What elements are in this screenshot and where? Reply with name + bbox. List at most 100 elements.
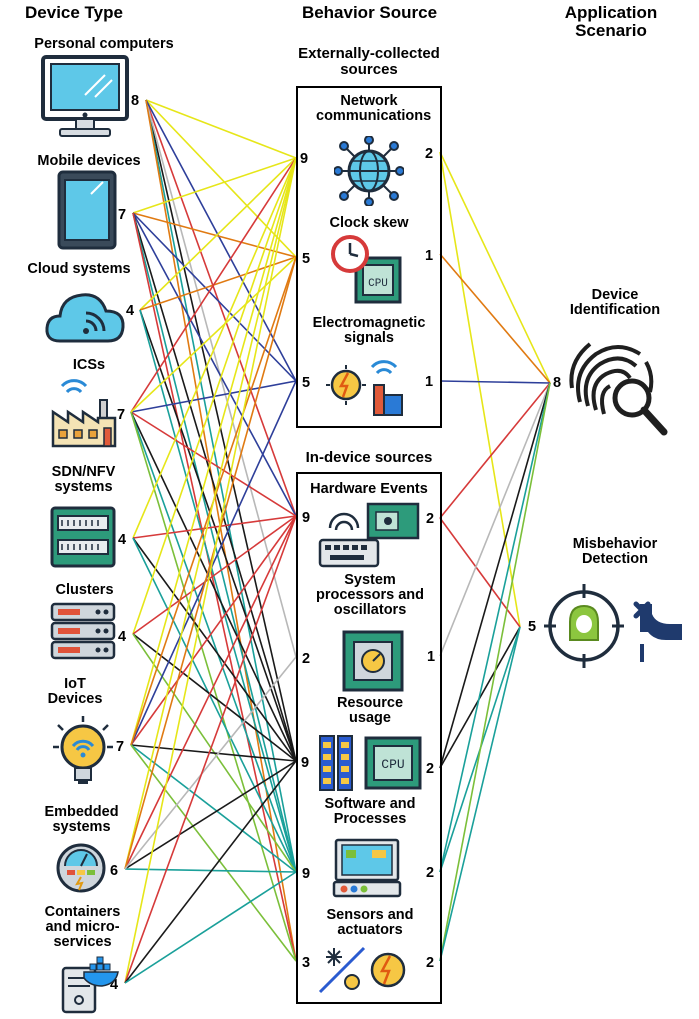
device-label-clusters: Clusters (55, 582, 114, 598)
device-label-cloud-systems: Cloud systems (27, 261, 131, 277)
header-device-type: Device Type (25, 3, 123, 22)
connection-line (130, 380, 297, 746)
connection-line (439, 380, 551, 384)
device-label-embedded: Embedded systems (44, 804, 119, 836)
source-in-software: 9 (302, 866, 311, 882)
connection-line (132, 212, 297, 258)
source-label-hardware-events: Hardware Events (310, 481, 428, 497)
connection-line (130, 411, 297, 873)
server-rack-icon (50, 602, 116, 660)
connection-line (124, 760, 297, 984)
em-signal-icon (322, 355, 408, 417)
source-out-network: 2 (425, 146, 434, 162)
connection-line (439, 253, 551, 384)
connection-line (124, 760, 297, 870)
connection-line (439, 151, 551, 384)
device-label-containers: Containers and micro-services (44, 904, 121, 951)
svg-text:CPU: CPU (368, 278, 388, 290)
source-label-processors: System processors and oscillators (316, 572, 424, 619)
source-in-processors: 2 (302, 651, 311, 667)
cloud-wifi-icon (44, 283, 126, 348)
app-count-device-id: 8 (553, 375, 562, 391)
source-in-em-signals: 5 (302, 375, 311, 391)
source-label-resource-usage: Resource usage (336, 695, 404, 727)
connection-line (124, 868, 297, 873)
connection-line (145, 99, 297, 517)
connection-line (439, 382, 551, 519)
connection-line (132, 515, 297, 539)
svg-text:CPU: CPU (381, 757, 404, 772)
processor-chip-icon (340, 630, 406, 692)
connection-line (130, 744, 297, 873)
connection-line (439, 626, 521, 962)
embedded-gauge-icon (55, 842, 107, 894)
app-label-misbehavior: Misbehavior Detection (572, 536, 658, 568)
clock-cpu-icon: CPU (330, 234, 402, 306)
indevice-sources-box (296, 472, 442, 1004)
connection-line (130, 157, 297, 413)
connection-line (124, 157, 297, 870)
ram-cpu-icon: CPU (316, 734, 424, 792)
connection-line (439, 382, 551, 962)
connection-line (439, 382, 551, 769)
source-out-em-signals: 1 (425, 374, 434, 390)
connection-line (130, 515, 297, 746)
device-count-embedded: 6 (110, 863, 119, 879)
source-in-resource-usage: 9 (301, 755, 310, 771)
source-label-em-signals: Electromagnetic signals (312, 315, 426, 347)
connection-line (124, 256, 297, 870)
connection-line (132, 212, 297, 762)
connection-line (439, 382, 551, 873)
group-label-indevice: In-device sources (305, 449, 433, 466)
source-out-hardware-events: 2 (426, 511, 435, 527)
device-count-clusters: 4 (118, 629, 127, 645)
group-label-external: Externally-collected sources (298, 45, 440, 78)
connection-line (132, 537, 297, 762)
network-globe-icon (333, 135, 405, 207)
connection-line (124, 157, 297, 984)
header-application-scenario: Application Scenario (564, 3, 658, 40)
connection-line (145, 99, 297, 159)
source-label-sensors: Sensors and actuators (326, 907, 414, 939)
sensor-actuator-icon (318, 944, 414, 996)
monitor-icon (40, 55, 130, 140)
source-label-clock-skew: Clock skew (329, 215, 409, 231)
fingerprint-search-icon (566, 332, 670, 440)
connection-line (130, 157, 297, 746)
docker-server-icon (60, 956, 120, 1014)
source-out-software: 2 (426, 865, 435, 881)
source-label-software: Software and Processes (324, 796, 416, 828)
connection-line (132, 212, 297, 873)
device-count-mobile-devices: 7 (118, 207, 127, 223)
connection-line (130, 411, 297, 517)
device-count-cloud-systems: 4 (126, 303, 135, 319)
connection-line (145, 99, 297, 873)
connection-line (145, 99, 297, 762)
connection-line (132, 515, 297, 635)
connection-line (132, 212, 297, 517)
source-out-clock-skew: 1 (425, 248, 434, 264)
connection-line (132, 537, 297, 873)
connection-line (130, 744, 297, 962)
computer-process-icon (332, 838, 402, 898)
connection-line (439, 151, 521, 628)
device-label-icss: ICSs (72, 357, 106, 373)
connection-line (132, 633, 297, 762)
smartphone-icon (55, 170, 119, 250)
factory-icon (50, 378, 118, 450)
header-behavior-source: Behavior Source (301, 3, 438, 22)
connection-line (130, 256, 297, 413)
connection-line (124, 515, 297, 870)
source-in-network: 9 (300, 151, 309, 167)
connection-line (132, 157, 297, 214)
device-count-sdn-nfv: 4 (118, 532, 127, 548)
keyboard-card-icon (316, 500, 422, 570)
device-label-iot: IoT Devices (47, 676, 103, 708)
connection-line (130, 411, 297, 762)
source-label-network: Network communications (316, 93, 432, 125)
app-label-device-id: Device Identification (569, 287, 661, 319)
connection-line (145, 99, 297, 382)
device-label-sdn-nfv: SDN/NFV systems (51, 464, 116, 496)
